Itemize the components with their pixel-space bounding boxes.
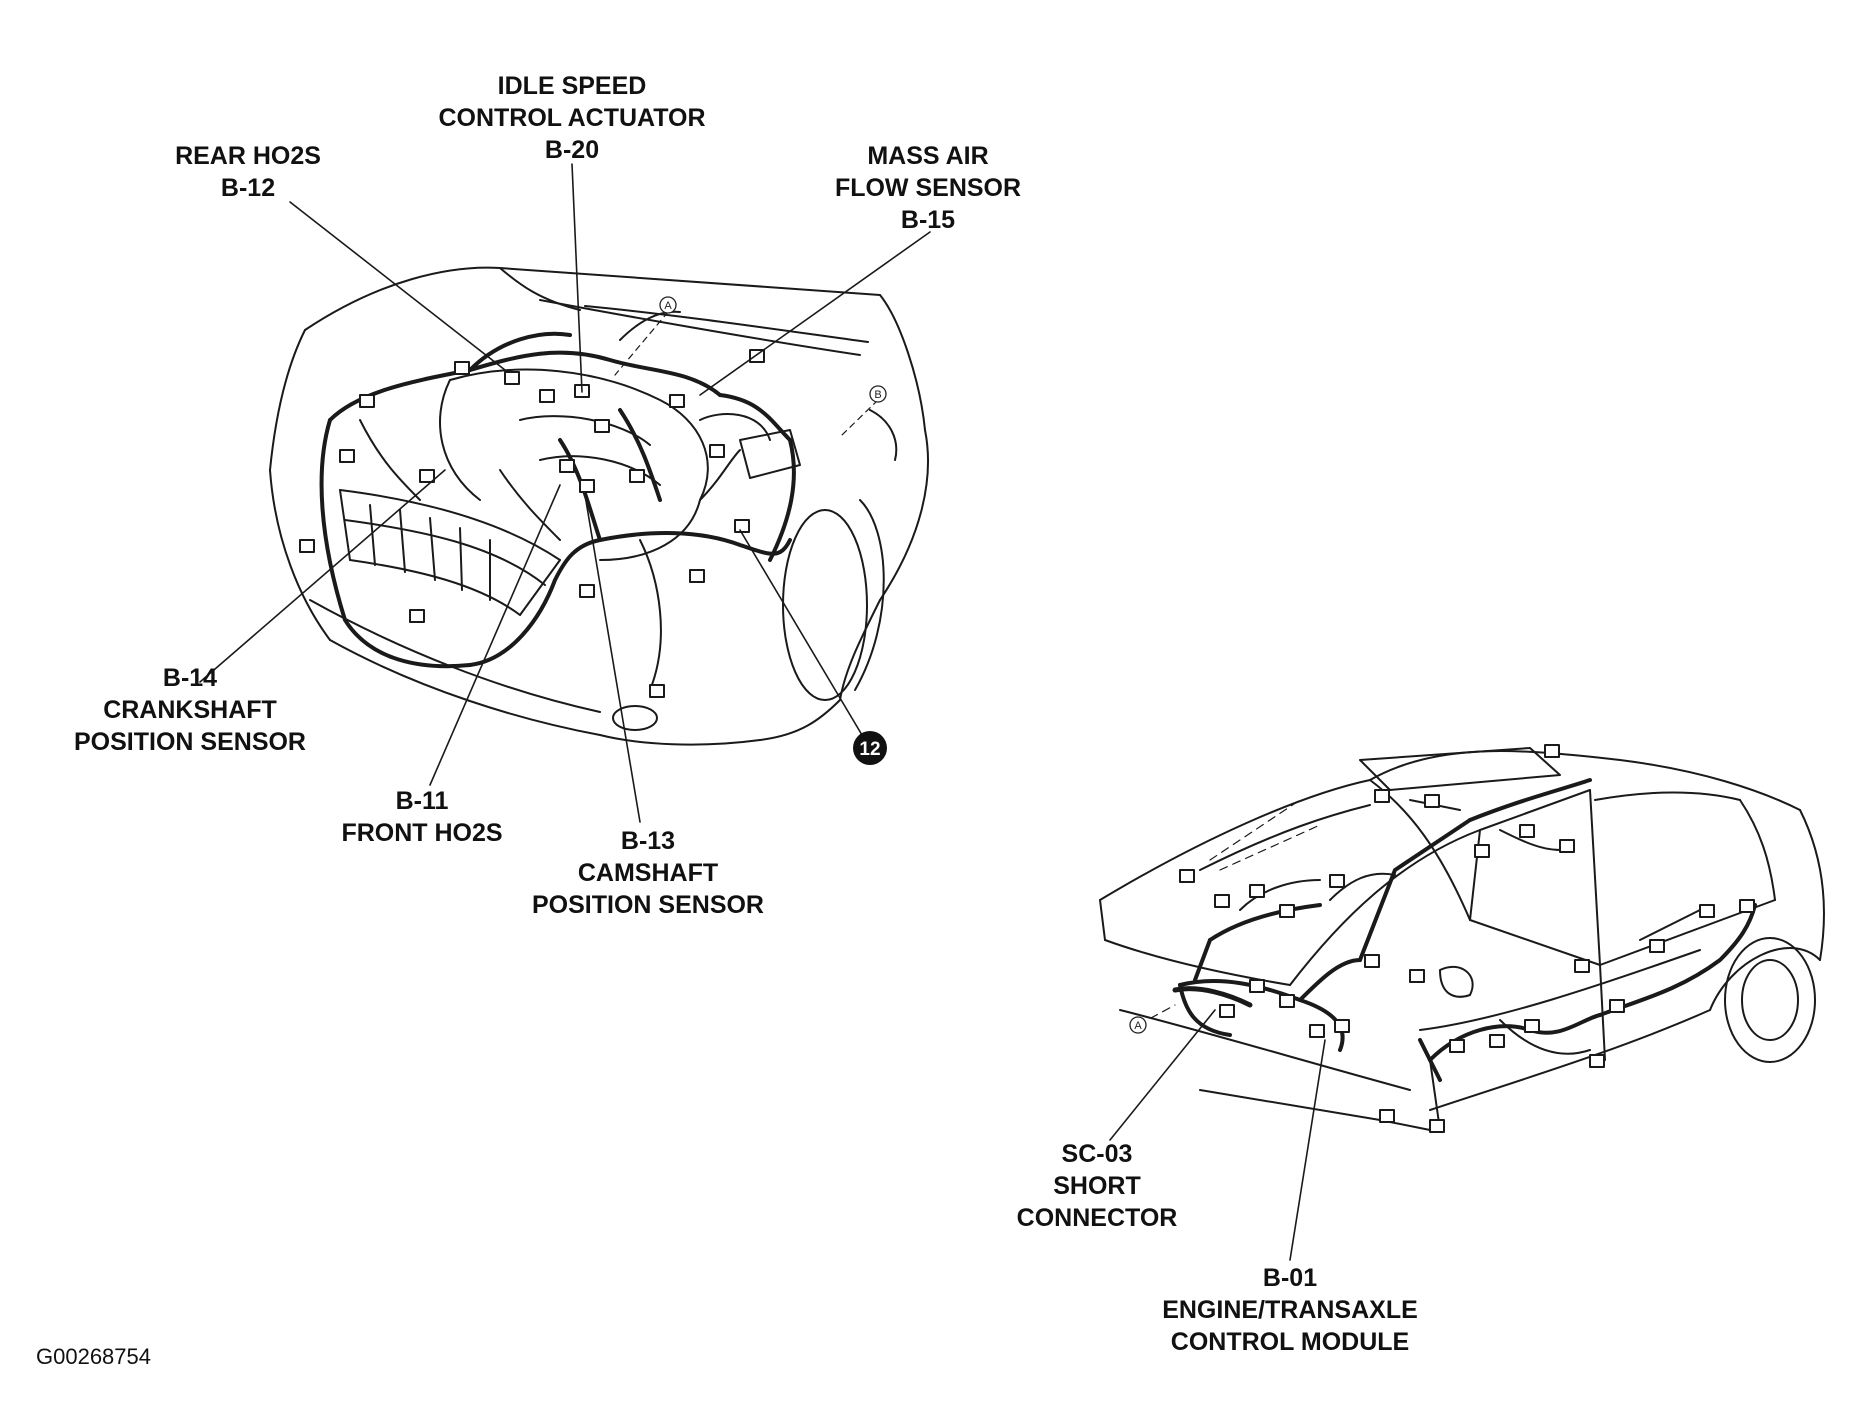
svg-text:12: 12 (859, 739, 880, 760)
rear-ho2s-label: REAR HO2S B-12 (175, 142, 321, 202)
side-wiring-harness (1178, 778, 1757, 1082)
callout-a-front: A (659, 296, 677, 314)
short-connector-label: SC-03 SHORT CONNECTOR (1016, 1140, 1178, 1232)
camshaft-position-sensor-label: B-13 CAMSHAFT POSITION SENSOR (532, 827, 764, 919)
front-callout-dashes (614, 311, 879, 436)
engine-transaxle-control-module-label: B-01 ENGINE/TRANSAXLE CONTROL MODULE (1162, 1264, 1418, 1356)
front-connectors (299, 349, 765, 698)
svg-text:A: A (1134, 1020, 1142, 1032)
figure-id: G00268754 (36, 1344, 151, 1369)
svg-text:B: B (874, 389, 881, 401)
side-car-body (1099, 747, 1825, 1131)
svg-text:A: A (664, 300, 672, 312)
harness-number-badge: 12 (853, 731, 887, 765)
side-leader-lines (1109, 1009, 1326, 1261)
short-connector-bar (1172, 986, 1253, 1008)
front-leader-lines (199, 163, 931, 823)
mass-air-flow-sensor-label: MASS AIR FLOW SENSOR B-15 (834, 142, 1022, 234)
crankshaft-position-sensor-label: B-14 CRANKSHAFT POSITION SENSOR (74, 664, 306, 756)
callout-a-side: A (1129, 1016, 1147, 1034)
front-car-body (269, 266, 929, 746)
front-ho2s-label: B-11 FRONT HO2S (341, 787, 503, 847)
idle-speed-control-actuator-label: IDLE SPEED CONTROL ACTUATOR B-20 (438, 72, 706, 164)
side-connectors (1179, 744, 1755, 1133)
callout-b-front: B (869, 385, 887, 403)
side-harness-branches (1239, 799, 1701, 1055)
front-wiring-harness (319, 331, 796, 669)
front-harness-branches (359, 310, 741, 691)
